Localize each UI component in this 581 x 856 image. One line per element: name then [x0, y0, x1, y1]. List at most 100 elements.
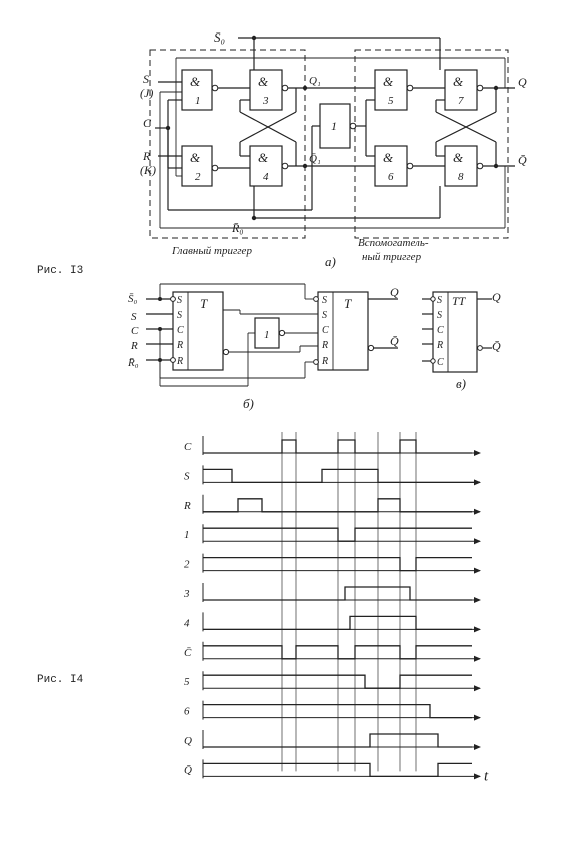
region-aux-label-line1: Вспомогатель-: [358, 237, 429, 249]
gate-2: [181, 145, 213, 187]
b-input-r: R: [130, 340, 138, 352]
block2-pin-3: C: [322, 325, 329, 336]
timing-waveform: [203, 556, 472, 572]
gate-6: [374, 145, 408, 187]
timing-axis-arrow: [474, 744, 481, 750]
fig14-caption: Рис. I4: [37, 674, 84, 686]
timing-signal-label: 3: [183, 588, 190, 600]
timing-axis-arrow: [474, 655, 481, 662]
block2-pin-5: R: [321, 356, 328, 367]
inverter-b-number: 1: [264, 329, 270, 341]
gate-2-symbol: &: [190, 150, 201, 165]
gate-3-symbol: &: [258, 74, 269, 89]
gate-4-symbol: &: [258, 150, 269, 165]
gate-6-symbol: &: [383, 150, 394, 165]
timing-waveform: [203, 762, 472, 778]
fig13c-symbol: TT S S C R C Q Q̄ в): [422, 290, 501, 391]
input-j-label: (J): [140, 86, 153, 100]
gate-4: [249, 145, 283, 187]
timing-waveform: [203, 498, 472, 513]
b-input-r0: R̄₀: [127, 357, 139, 369]
block1-pin-2: S: [177, 310, 182, 321]
b-output-q: Q: [390, 285, 399, 299]
block1-frame: [172, 291, 224, 371]
gate-5-symbol: &: [383, 74, 394, 89]
timing-signal-label: 5: [184, 676, 190, 688]
timing-waveform: [203, 439, 472, 454]
node-q1-label: Q₁: [309, 75, 321, 87]
tt-output-qbar: Q̄: [492, 339, 501, 353]
region-main-border: [149, 49, 306, 239]
inverter-b: [254, 317, 280, 349]
input-s-label: S: [143, 72, 149, 86]
timing-signal-label: 1: [184, 529, 190, 541]
timing-waveform: [203, 645, 472, 660]
gate-2-number: 2: [195, 171, 201, 183]
timing-waveform: [203, 586, 472, 601]
timing-signal-label: C̄: [184, 647, 192, 659]
timing-axis-arrow: [474, 508, 481, 515]
timing-axis-arrow: [474, 450, 481, 456]
input-r-label: R: [142, 149, 151, 163]
gate-3: [249, 69, 283, 111]
timing-signal-label: Q̄: [184, 764, 192, 776]
subfigure-c-label: в): [456, 376, 466, 391]
timing-axis-arrow: [474, 626, 481, 633]
tt-pin-5: C: [437, 357, 444, 368]
gate-5-number: 5: [388, 95, 394, 107]
block2-frame: [317, 291, 369, 371]
timing-signal-label: R: [183, 500, 191, 512]
timing-waveform: [203, 615, 472, 631]
gate-7: [444, 69, 478, 111]
fig13b-block-diagram: T S S C R R S̄₀ S C R R̄₀ 1: [127, 283, 399, 411]
tt-pin-1: S: [437, 295, 442, 306]
timing-signal-label: 2: [184, 559, 190, 571]
timing-waveform: [203, 674, 472, 689]
block1-pin-5: R: [176, 356, 183, 367]
fig13a-circuit: S̄₀ S (J) C R (K) & 1 & 2 & 3 Q₁: [140, 30, 527, 269]
timing-axis-arrow: [474, 538, 481, 545]
block1-title: T: [200, 296, 208, 311]
gate-3-number: 3: [262, 95, 269, 107]
block2-pin-2: S: [322, 310, 327, 321]
gate-8: [444, 145, 478, 187]
block1-pin-1: S: [177, 295, 182, 306]
subfigure-a-label: а): [325, 254, 336, 269]
gate-1: [181, 69, 213, 111]
b-input-s0: S̄₀: [128, 293, 138, 305]
timing-signal-label: 6: [184, 706, 190, 718]
timing-axis-arrow: [474, 685, 481, 692]
gate-5: [374, 69, 408, 111]
region-aux-label-line2: ный триггер: [362, 251, 422, 263]
tt-block-frame: [432, 291, 478, 373]
timing-waveform: [203, 733, 472, 748]
gate-7-symbol: &: [453, 74, 464, 89]
timing-axis-arrow: [474, 773, 481, 780]
region-main-label: Главный триггер: [171, 245, 252, 257]
input-r0-label: R̄₀: [231, 221, 244, 235]
input-c-label: C: [143, 116, 152, 130]
fig13-caption: Рис. I3: [37, 265, 83, 277]
gate-1-symbol: &: [190, 74, 201, 89]
gate-7-number: 7: [458, 95, 464, 107]
timing-waveform: [203, 703, 472, 719]
node-q1bar-label: Q̄₁: [309, 153, 321, 165]
gate-8-symbol: &: [453, 150, 464, 165]
block2-title: T: [344, 296, 352, 311]
input-k-label: (K): [140, 163, 156, 177]
gate-4-number: 4: [263, 171, 269, 183]
block1-pin-4: R: [176, 340, 183, 351]
tt-block-title: TT: [452, 294, 467, 308]
b-input-s: S: [131, 311, 137, 323]
gate-1-number: 1: [195, 95, 201, 107]
gate-6-number: 6: [388, 171, 394, 183]
gate-8-number: 8: [458, 171, 464, 183]
timing-signal-label: S: [184, 470, 190, 482]
tt-pin-3: C: [437, 325, 444, 336]
timing-waveform: [203, 468, 480, 484]
output-q-label: Q: [518, 75, 527, 89]
block2-pin-4: R: [321, 340, 328, 351]
b-output-qbar: Q̄: [390, 334, 399, 348]
